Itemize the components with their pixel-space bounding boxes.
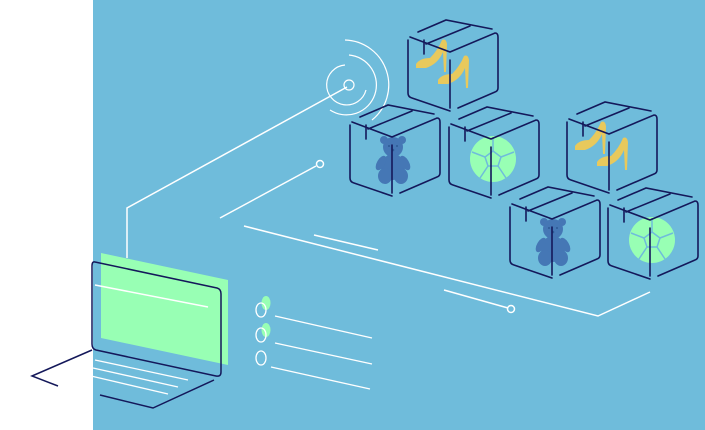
package-box (349, 104, 441, 197)
connection-lines (126, 86, 651, 317)
package-box (448, 106, 540, 199)
box-outline-icon (509, 186, 601, 279)
teddy-bear-icon (535, 218, 571, 266)
checkbox-icon (255, 302, 267, 318)
package-boxes (349, 19, 699, 280)
box-outline-icon (607, 187, 699, 280)
package-box (509, 186, 601, 279)
target-icon (326, 39, 390, 121)
package-box (407, 19, 499, 112)
package-box (607, 187, 699, 280)
box-outline-icon (566, 101, 658, 194)
white-margin (0, 0, 93, 430)
laptop-screen-glow (101, 253, 228, 365)
soccer-ball-icon (629, 217, 675, 263)
laptop-keyboard (90, 359, 189, 395)
box-outline-icon (349, 104, 441, 197)
teddy-bear-icon (375, 136, 411, 184)
package-box (566, 101, 658, 194)
checkbox-icon (255, 327, 267, 343)
check-mark-icon (261, 323, 271, 337)
checkbox-icon (255, 350, 267, 366)
background-panel (93, 0, 705, 430)
soccer-ball-icon (470, 136, 516, 182)
check-mark-icon (261, 296, 271, 310)
laptop-icon (30, 253, 228, 409)
box-outline-icon (407, 19, 499, 112)
box-outline-icon (448, 106, 540, 199)
laptop-screen (91, 261, 222, 377)
checklist (255, 296, 373, 390)
